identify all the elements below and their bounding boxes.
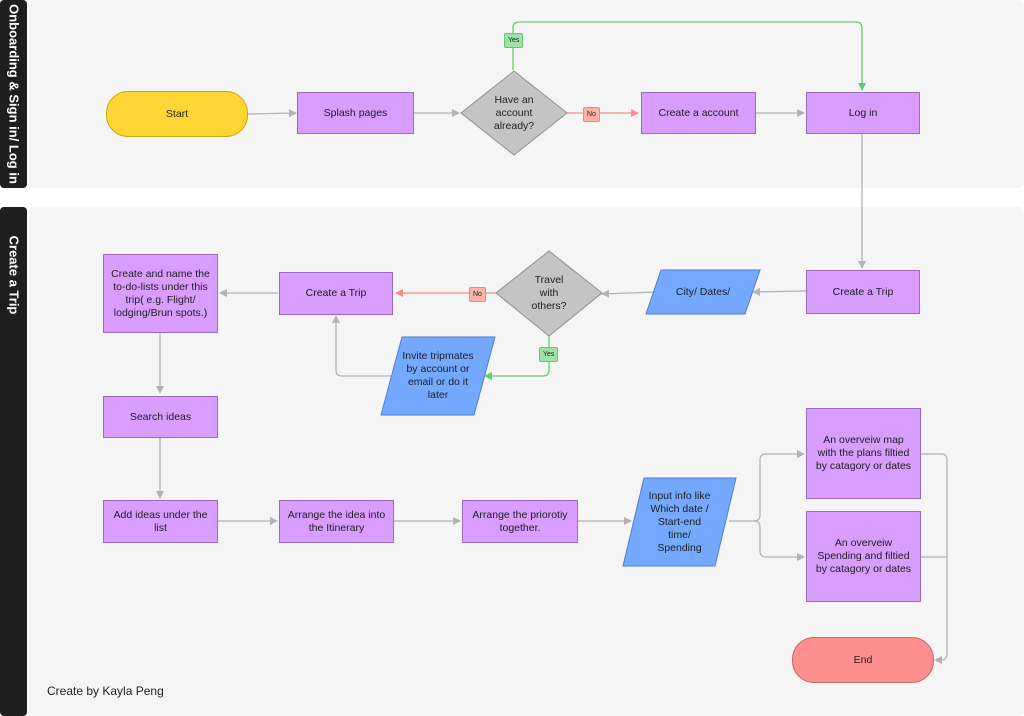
no-tag-travel: No [469, 287, 486, 302]
overview-spending-step[interactable]: An overveiw Spending and filtied by cata… [806, 511, 921, 602]
input-info-text: Input info like Which date / Start-end t… [648, 489, 711, 554]
edge-input-map [729, 450, 805, 522]
edge-decision-yes-login [512, 21, 866, 91]
travel-with-others-text: Travel with others? [531, 274, 567, 312]
end-terminal[interactable]: End [792, 637, 934, 683]
lane-onboarding-label: Onboarding & Sign in/ Log in [0, 0, 27, 188]
yes-tag-travel: Yes [539, 347, 559, 362]
have-account-decision[interactable]: Have an account already? [460, 70, 568, 156]
invite-tripmates-text: Invite tripmates by account or email or … [402, 350, 474, 401]
city-dates-text: City/ Dates/ [675, 285, 731, 298]
arrange-priority-step[interactable]: Arrange the priorotiy together. [462, 500, 578, 543]
input-info-input[interactable]: Input info like Which date / Start-end t… [622, 477, 737, 567]
search-ideas-step[interactable]: Search ideas [103, 396, 218, 438]
edge-travel-yes-invite [484, 336, 550, 380]
edge-create-trip-city [752, 287, 807, 296]
start-terminal[interactable]: Start [106, 91, 248, 137]
arrange-itinerary-step[interactable]: Arrange the idea into the Itinerary [279, 500, 394, 543]
author-credit: Create by Kayla Peng [47, 684, 164, 698]
travel-with-others-decision[interactable]: Travel with others? [495, 250, 603, 337]
create-trip-step-middle[interactable]: Create a Trip [279, 272, 393, 315]
edge-start-splash [247, 109, 297, 118]
overview-map-step[interactable]: An overveiw map with the plans filtied b… [806, 408, 921, 499]
edge-input-spending [753, 520, 805, 561]
edge-invite-create-trip [332, 315, 391, 377]
splash-pages-step[interactable]: Splash pages [297, 92, 414, 134]
yes-tag-account: Yes [504, 33, 524, 48]
city-dates-input[interactable]: City/ Dates/ [645, 269, 761, 315]
no-tag-account: No [583, 107, 600, 122]
create-lists-step[interactable]: Create and name the to-do-lists under th… [103, 254, 218, 333]
lane-create-trip-label: Create a Trip [0, 207, 27, 716]
add-ideas-step[interactable]: Add ideas under the list [103, 500, 218, 543]
create-account-step[interactable]: Create a account [641, 92, 756, 134]
log-in-step[interactable]: Log in [806, 92, 920, 134]
create-trip-step-right[interactable]: Create a Trip [806, 270, 920, 314]
have-account-text: Have an account already? [493, 93, 535, 132]
edge-city-travel [601, 289, 658, 298]
invite-tripmates-input[interactable]: Invite tripmates by account or email or … [380, 336, 496, 416]
